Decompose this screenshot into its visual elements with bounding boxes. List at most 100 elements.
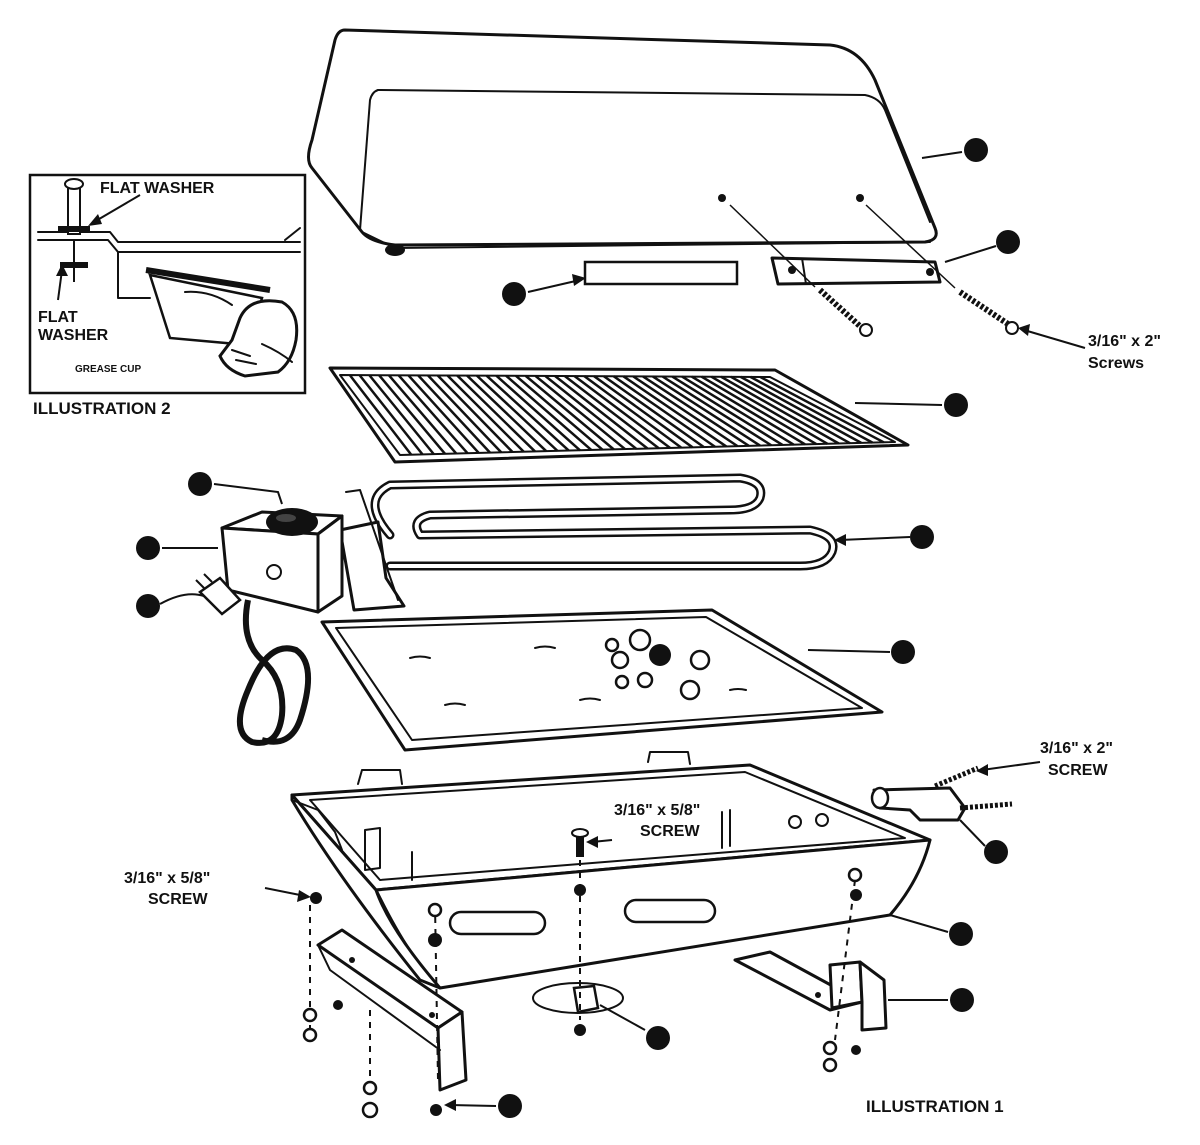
inset-body-wall <box>117 251 151 299</box>
power-plug-prong-2 <box>203 573 213 583</box>
arrow-3 <box>572 274 586 286</box>
leader-5 <box>807 649 891 653</box>
inset-washer-top <box>58 226 90 232</box>
screws-top-label-1: 3/16" x 2" <box>1088 333 1161 350</box>
nut <box>362 1080 378 1096</box>
flat-washer-top-label: FLAT WASHER <box>100 180 215 197</box>
grid-bar <box>495 374 581 452</box>
part-control-box <box>220 508 344 614</box>
nut <box>851 1045 861 1055</box>
lid-screw-guide-1 <box>729 204 816 288</box>
control-indicator <box>266 564 282 580</box>
lid-screw-1 <box>817 287 865 331</box>
leg-left-hole-2 <box>429 1012 435 1018</box>
heating-element-inner <box>373 476 835 568</box>
housing-handle-left <box>291 799 343 851</box>
flat-washer-left-label-2: WASHER <box>38 327 109 344</box>
leader-screw-right <box>981 761 1041 771</box>
callout-dot-2 <box>996 230 1020 254</box>
nut <box>822 1040 838 1056</box>
grid-inner <box>339 374 896 456</box>
leader-1 <box>921 151 963 159</box>
grid-bar <box>534 374 626 451</box>
grid-bar <box>749 375 874 444</box>
leader-10 <box>889 914 949 933</box>
grid-bar <box>603 375 705 449</box>
grid-bar <box>466 374 548 453</box>
flat-washer-left-label-1: FLAT <box>38 309 78 326</box>
grid-bar <box>642 375 750 447</box>
leader-14 <box>449 1104 497 1107</box>
grid-bar <box>710 375 829 445</box>
grid-bar <box>632 375 739 448</box>
grid-bar <box>378 374 446 455</box>
screw-left-label-2: SCREW <box>148 891 208 908</box>
part-leg-left <box>316 928 468 1092</box>
grid-bar <box>505 374 593 451</box>
callout-dot-14 <box>498 1094 522 1118</box>
housing-right-tab <box>647 751 691 765</box>
callout-dot-10 <box>949 922 973 946</box>
arrow-14 <box>444 1099 456 1111</box>
rock <box>689 649 711 671</box>
drip-pan-rim <box>320 608 884 752</box>
rock <box>649 644 671 666</box>
power-cord <box>237 599 312 746</box>
housing-slot-1 <box>448 910 547 936</box>
lid-screw-1-head <box>859 323 873 337</box>
rock <box>679 679 701 701</box>
inset-arrowhead-top <box>88 214 102 226</box>
part-side-handle <box>870 765 1013 822</box>
grid-bar <box>348 374 413 456</box>
screw-shaft <box>576 835 584 857</box>
grid-bar <box>730 375 851 445</box>
lid-foot-left <box>385 244 405 256</box>
leader-4 <box>854 402 943 406</box>
lid-handle-bar <box>770 256 942 286</box>
grid-bar <box>554 375 649 450</box>
nut <box>361 1101 379 1119</box>
screw-left-label-1: 3/16" x 5/8" <box>124 870 210 887</box>
grease-cup-slot <box>184 290 233 306</box>
grid-bar <box>358 374 424 456</box>
nut <box>310 892 322 904</box>
leg-left-lip <box>317 944 441 1051</box>
lid-inner-ridge <box>377 89 931 223</box>
nut <box>430 1104 442 1116</box>
part-drip-pan <box>320 608 884 752</box>
screw-center-label-2: SCREW <box>640 823 700 840</box>
nut <box>574 884 586 896</box>
rock <box>610 650 630 670</box>
assembly-guides <box>302 813 863 1119</box>
leader-7 <box>213 483 283 505</box>
grid-bar <box>691 375 806 446</box>
part-power-cord <box>195 573 312 746</box>
nut <box>302 1007 318 1023</box>
guide-right <box>834 879 856 1041</box>
callout-dot-3 <box>502 282 526 306</box>
grid-bar <box>612 375 716 448</box>
lid-screw-2 <box>958 289 1010 327</box>
nut <box>847 867 863 883</box>
callout-dot-13 <box>646 1026 670 1050</box>
leg-right-side <box>858 960 888 1032</box>
rock <box>628 628 652 652</box>
lid-outer <box>307 28 938 247</box>
grid-bar <box>524 374 615 451</box>
heating-element-bracket-fin <box>345 489 399 601</box>
leg-left-side <box>436 1010 468 1092</box>
nut <box>302 1027 318 1043</box>
side-handle-screw-2 <box>959 801 1013 811</box>
grid-bar <box>544 374 638 450</box>
control-knob-highlight <box>276 514 296 522</box>
nut <box>428 933 442 947</box>
grid-bar <box>397 374 469 455</box>
grid-bar <box>407 374 480 454</box>
leader-9 <box>159 593 205 605</box>
leader-12 <box>959 819 986 847</box>
grid-bar <box>593 375 694 449</box>
callout-dot-4 <box>944 393 968 417</box>
callout-dot-9 <box>136 594 160 618</box>
nut <box>788 815 802 829</box>
grid-bar <box>387 374 458 455</box>
